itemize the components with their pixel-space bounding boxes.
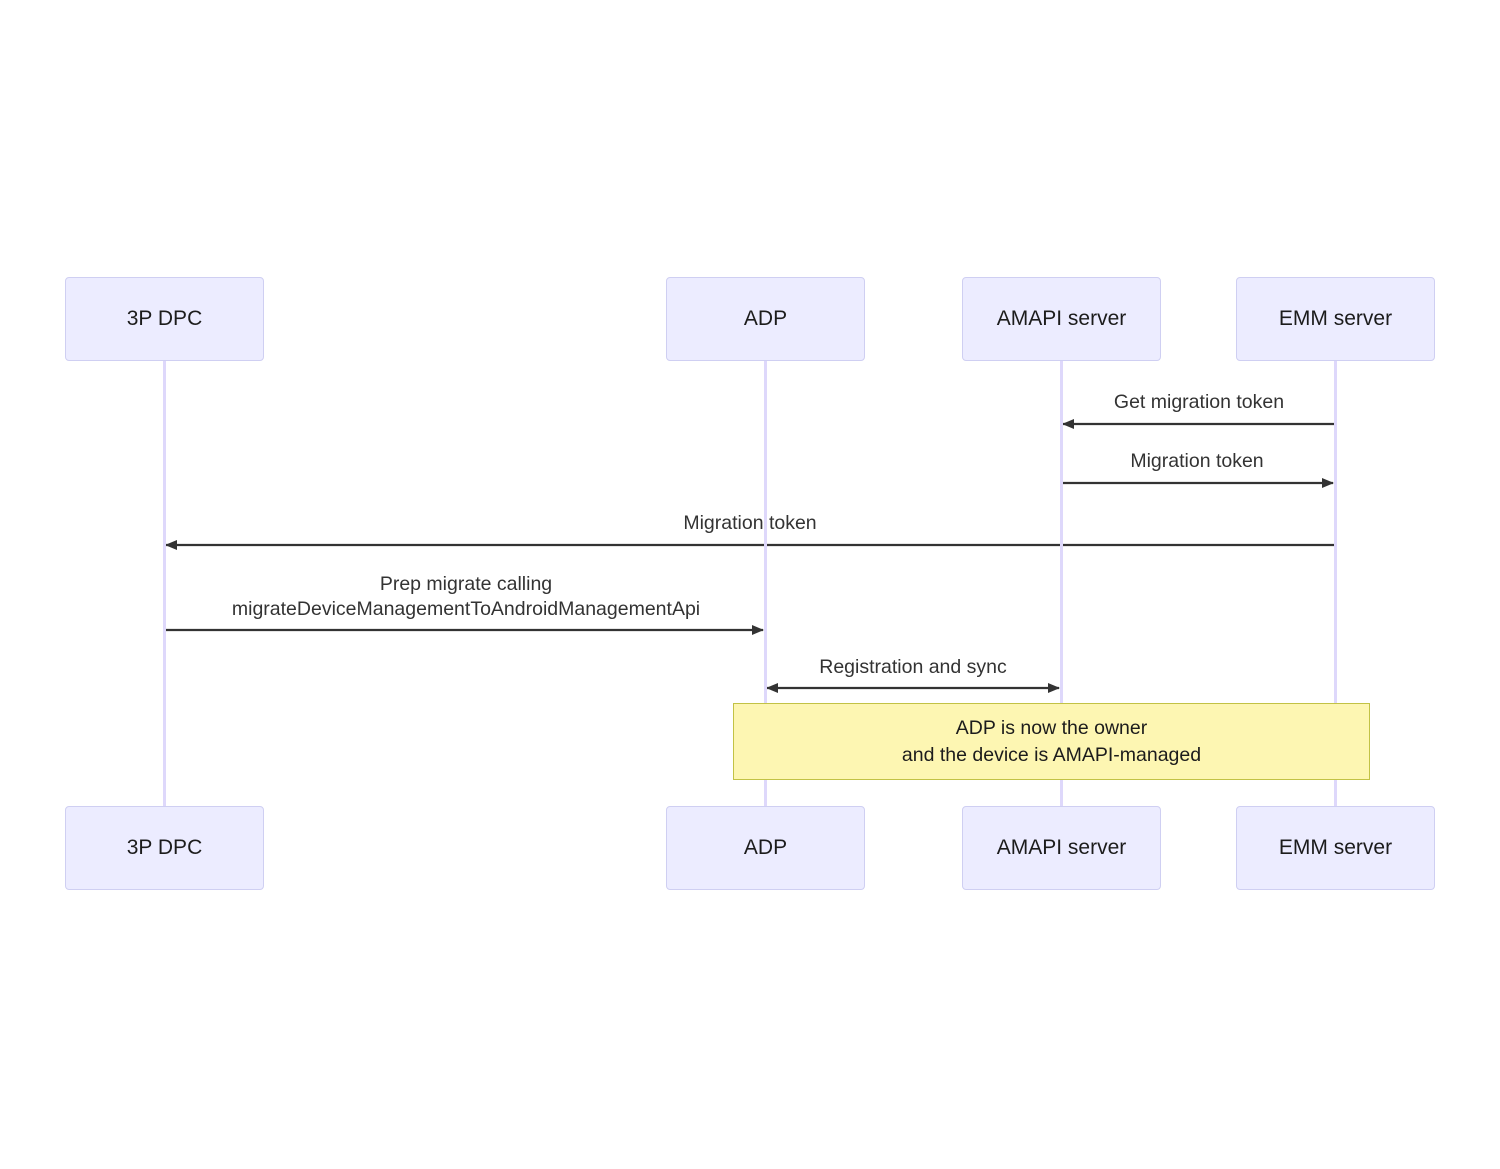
participant-box-amapi-top[interactable]: AMAPI server xyxy=(962,277,1161,361)
message-label-m5: Registration and sync xyxy=(819,656,1007,678)
note-text-line: and the device is AMAPI-managed xyxy=(901,743,1202,766)
message-label-m3: Migration token xyxy=(683,512,817,534)
lifeline-adp xyxy=(763,361,767,806)
message-label-m1: Get migration token xyxy=(1113,391,1285,413)
participant-label: 3P DPC xyxy=(126,307,203,331)
lifeline-emm xyxy=(1333,361,1337,806)
lifeline-dpc xyxy=(162,361,166,806)
participant-box-emm-bottom[interactable]: EMM server xyxy=(1236,806,1435,890)
participant-label: ADP xyxy=(743,836,788,860)
participant-box-dpc-top[interactable]: 3P DPC xyxy=(65,277,264,361)
participant-label: EMM server xyxy=(1278,307,1393,331)
participant-box-dpc-bottom[interactable]: 3P DPC xyxy=(65,806,264,890)
participant-label: EMM server xyxy=(1278,836,1393,860)
participant-label: AMAPI server xyxy=(996,307,1127,331)
participant-label: AMAPI server xyxy=(996,836,1127,860)
participant-box-amapi-bottom[interactable]: AMAPI server xyxy=(962,806,1161,890)
note-box: ADP is now the owner and the device is AM… xyxy=(733,703,1370,780)
participant-label: 3P DPC xyxy=(126,836,203,860)
note-text-line: ADP is now the owner xyxy=(955,717,1148,740)
message-label-m4: Prep migrate calling migrateDeviceManage… xyxy=(231,573,701,621)
participant-box-adp-bottom[interactable]: ADP xyxy=(666,806,865,890)
participant-box-adp-top[interactable]: ADP xyxy=(666,277,865,361)
message-label-m2: Migration token xyxy=(1130,450,1264,472)
lifeline-amapi xyxy=(1059,361,1063,806)
participant-box-emm-top[interactable]: EMM server xyxy=(1236,277,1435,361)
participant-label: ADP xyxy=(743,307,788,331)
